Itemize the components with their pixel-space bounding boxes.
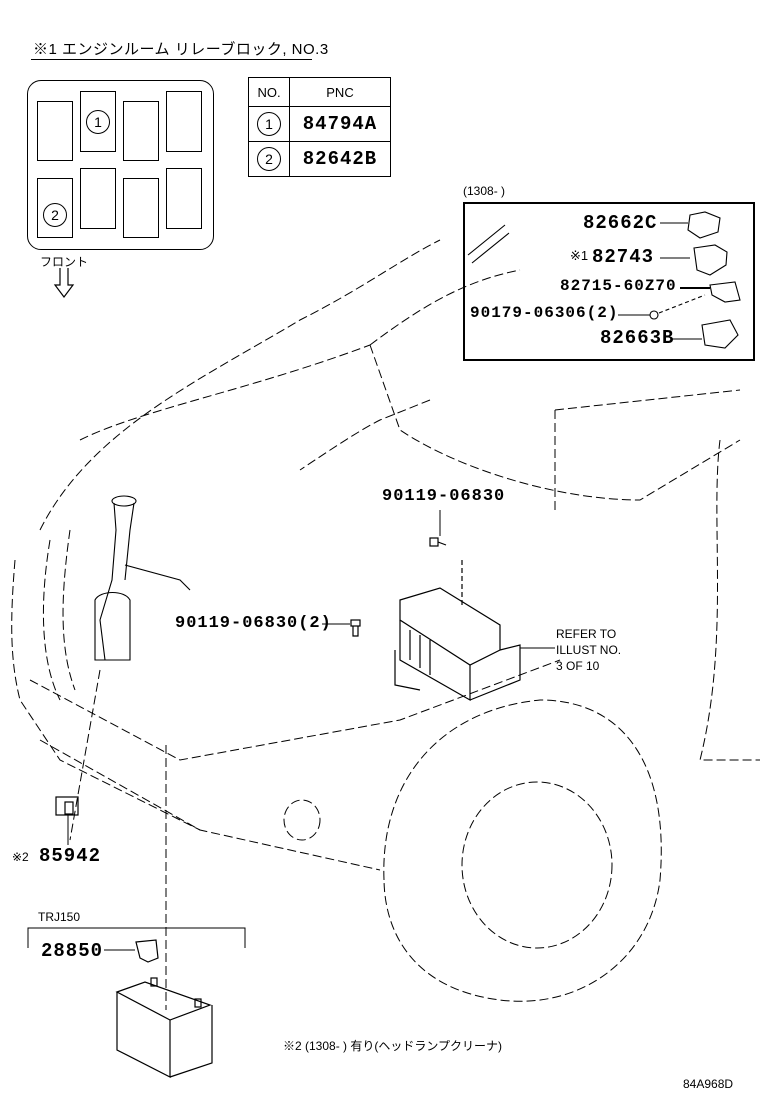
relay-slot	[80, 168, 116, 229]
refer-note-line1: REFER TO	[556, 627, 617, 641]
marker-1: 1	[86, 110, 110, 134]
table-row: 1 84794A	[248, 106, 391, 142]
bumper-top-line	[29, 659, 561, 761]
relay-box-illustration	[394, 587, 521, 702]
wheel-arch-outline	[383, 699, 662, 1002]
grille-line	[62, 529, 76, 691]
relay-slot	[123, 101, 159, 161]
pnc-table-header: NO. PNC	[248, 77, 391, 107]
relay-slot	[166, 91, 202, 152]
front-arrow-icon	[53, 268, 75, 298]
col-header-pnc: PNC	[289, 77, 391, 107]
note-marker: ※2	[12, 850, 29, 864]
relay-slot-2[interactable]: 2	[37, 178, 73, 238]
hood-front-line	[79, 344, 371, 441]
footnote: ※2 (1308- ) 有り(ヘッドランプクリーナ)	[283, 1039, 502, 1053]
guide-line	[554, 389, 741, 411]
inset-date-label: (1308- )	[463, 184, 506, 198]
fender-line	[699, 439, 760, 761]
part-number-link[interactable]: 84794A	[302, 113, 378, 135]
part-number-link[interactable]: 90119-06830	[382, 487, 506, 506]
battery-clamp-icon	[135, 939, 159, 963]
col-header-no: NO.	[248, 77, 290, 107]
part-number-link[interactable]: 85942	[39, 845, 102, 867]
battery-illustration	[115, 977, 213, 1078]
title-underline	[31, 59, 312, 60]
battery-group-label: TRJ150	[38, 910, 81, 924]
hood-edge-line	[39, 239, 441, 531]
washer-tank-illustration	[94, 495, 191, 661]
relay-slot	[123, 178, 159, 238]
relay-block-diagram: 1 2	[27, 80, 214, 250]
part-number-link[interactable]: 90179-06306(2)	[470, 304, 619, 322]
pnc-table: NO. PNC 1 84794A 2 82642B	[248, 77, 391, 177]
part-number-link[interactable]: 28850	[41, 940, 104, 962]
row-no-marker: 2	[257, 147, 281, 171]
inset-parts-box	[463, 202, 755, 361]
part-number-link[interactable]: 82663B	[600, 327, 675, 349]
marker-2: 2	[43, 203, 67, 227]
refer-note-line3: 3 OF 10	[556, 659, 600, 673]
body-line	[299, 399, 431, 471]
note-marker: ※1	[570, 248, 589, 263]
bumper-line	[11, 559, 201, 831]
figure-id: 84A968D	[683, 1077, 734, 1091]
wheel-outline	[461, 781, 613, 949]
grille-line	[42, 539, 61, 701]
washer-guide-line	[69, 669, 101, 841]
part-number-link[interactable]: 82642B	[302, 148, 378, 170]
bolt-icon	[429, 537, 447, 547]
bolt-icon	[350, 619, 361, 637]
hood-rear-line	[369, 344, 741, 501]
part-number-link[interactable]: 90119-06830(2)	[175, 614, 332, 633]
refer-note-line2[interactable]: ILLUST NO.	[556, 643, 622, 657]
part-number-link[interactable]: 82715-60Z70	[560, 277, 677, 295]
part-number-link[interactable]: 82662C	[583, 212, 658, 234]
relay-slot-1[interactable]: 1	[80, 91, 116, 152]
relay-slot	[166, 168, 202, 229]
row-no-marker: 1	[257, 112, 281, 136]
relay-slot	[37, 101, 73, 161]
table-row: 2 82642B	[248, 141, 391, 177]
washer-motor-icon	[55, 796, 79, 816]
diagram-title: ※1 エンジンルーム リレーブロック, NO.3	[33, 41, 329, 58]
part-number-link[interactable]: 82743	[592, 246, 655, 268]
front-label: フロント	[40, 255, 89, 269]
fog-light-outline	[283, 799, 321, 841]
